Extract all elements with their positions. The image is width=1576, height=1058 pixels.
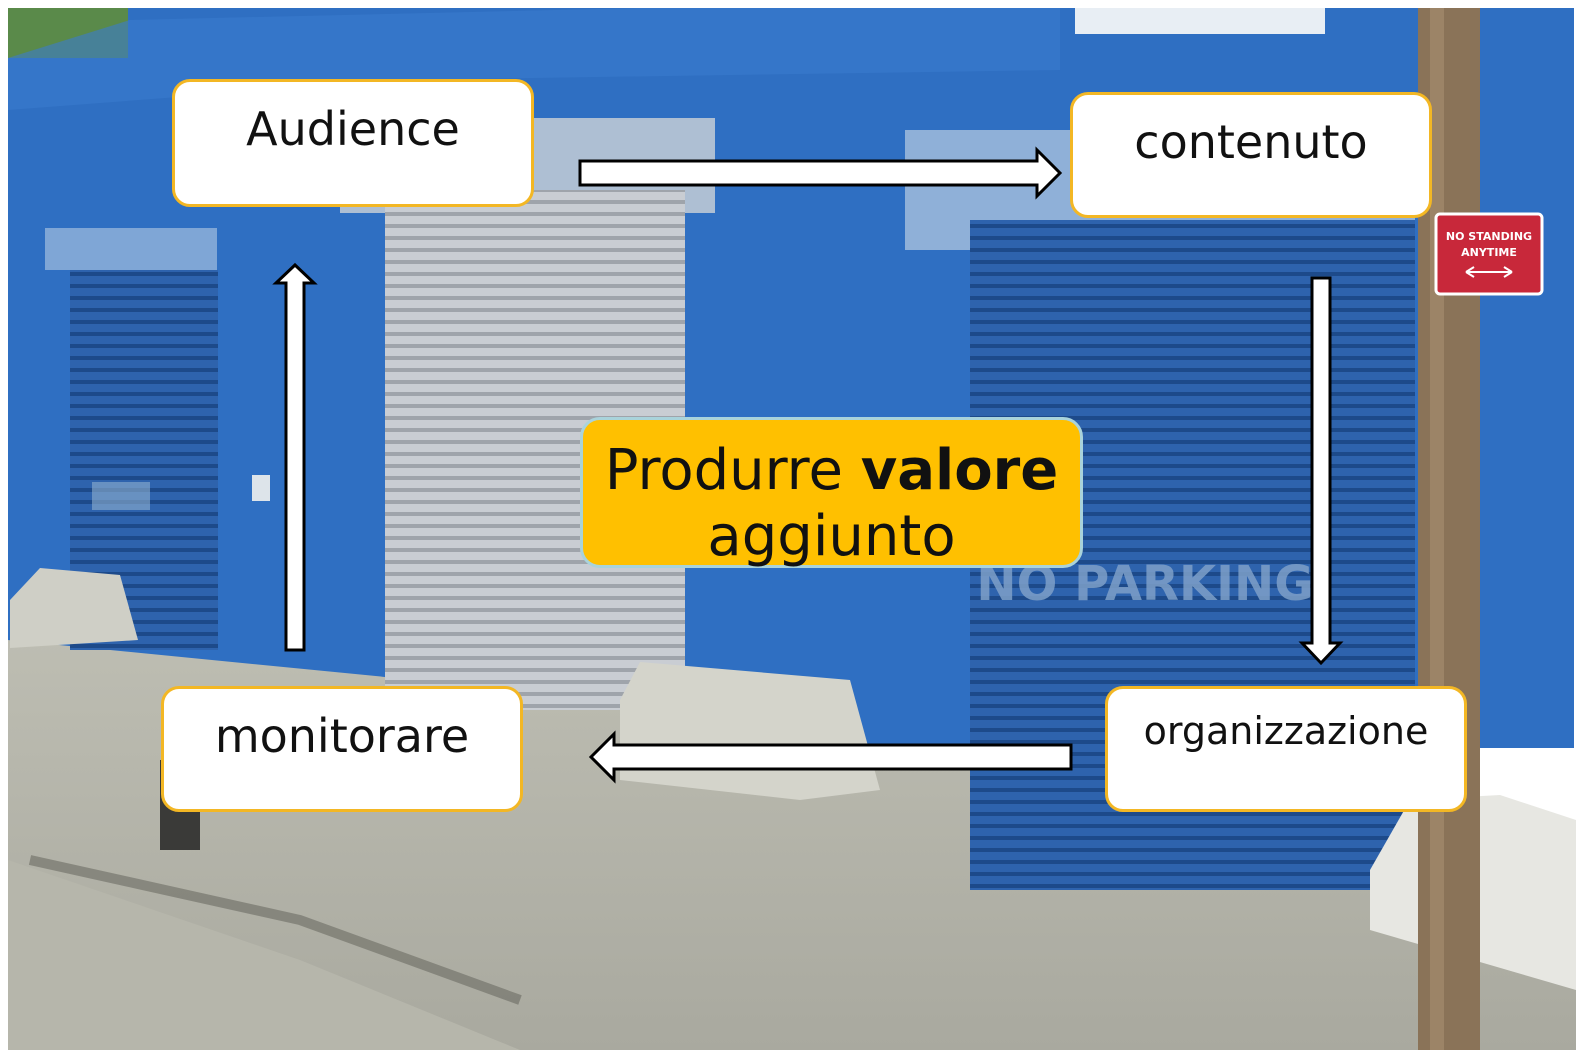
center-line-2: aggiunto xyxy=(707,504,956,569)
arrow-contenuto-to-organizzazione xyxy=(1298,276,1344,666)
arrow-organizzazione-to-monitorare xyxy=(588,730,1073,784)
node-contenuto-label: contenuto xyxy=(1134,115,1368,169)
node-contenuto: contenuto xyxy=(1070,92,1432,218)
arrow-audience-to-contenuto xyxy=(578,146,1063,200)
no-standing-sign: NO STANDING ANYTIME xyxy=(1434,212,1544,296)
node-monitorare-label: monitorare xyxy=(214,709,470,763)
svg-text:NO STANDING: NO STANDING xyxy=(1446,230,1532,243)
node-audience: Audience xyxy=(172,79,534,207)
center-line-1: Produrre valore xyxy=(583,438,1080,504)
node-monitorare: monitorare xyxy=(161,686,523,812)
node-audience-label: Audience xyxy=(246,102,460,156)
center-goal-box: Produrre valore aggiunto xyxy=(580,417,1083,569)
svg-text:ANYTIME: ANYTIME xyxy=(1461,246,1517,259)
arrow-monitorare-to-audience xyxy=(272,262,318,652)
shutter-left xyxy=(45,228,218,650)
center-line-1-bold: valore xyxy=(860,438,1059,503)
center-line-1-prefix: Produrre xyxy=(604,438,861,503)
node-organizzazione: organizzazione xyxy=(1105,686,1467,812)
node-organizzazione-label: organizzazione xyxy=(1143,709,1429,753)
